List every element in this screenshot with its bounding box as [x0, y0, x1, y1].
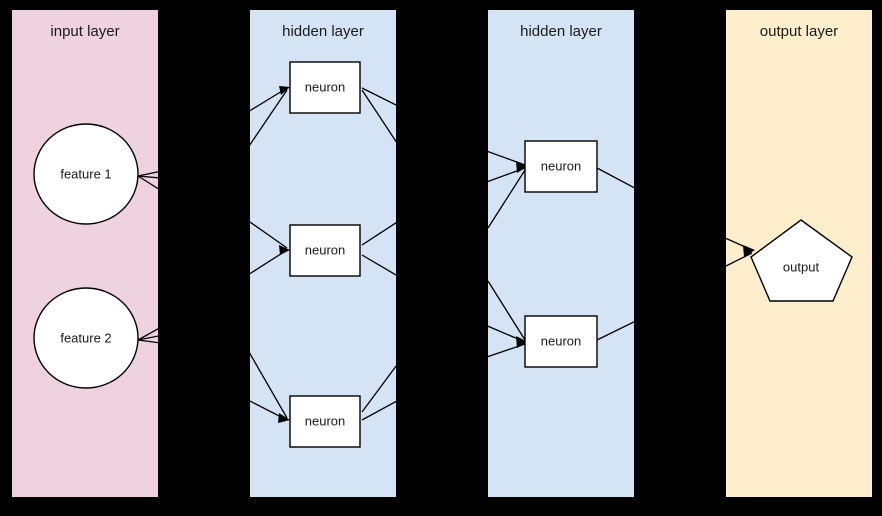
edge-line	[361, 365, 396, 413]
output-layer-title: output layer	[760, 23, 838, 40]
edge-line	[596, 321, 634, 341]
edge-line	[250, 249, 288, 275]
arrow-head	[278, 413, 290, 423]
edge-line	[361, 254, 396, 276]
edge-line	[726, 252, 753, 267]
edge-line	[137, 335, 158, 341]
edge-line	[137, 328, 158, 341]
output-node[interactable]: output	[750, 219, 853, 302]
edge-line	[361, 400, 396, 421]
hidden-1-node-2[interactable]: neuron	[289, 224, 361, 277]
neuron-label: neuron	[541, 333, 581, 348]
hidden-layer-1-title: hidden layer	[282, 23, 364, 40]
edge-line	[250, 87, 288, 112]
edge-line	[596, 167, 634, 189]
edge-line	[361, 222, 396, 246]
feature-1-label: feature 1	[60, 166, 111, 181]
input-layer-edges	[137, 171, 158, 344]
hidden-layer-2-background	[488, 10, 634, 497]
edge-line	[137, 175, 158, 179]
feature-2-circle[interactable]	[33, 287, 139, 389]
layer-panel-input: input layer feature 1 feature 2	[12, 10, 158, 497]
hidden-1-node-3[interactable]: neuron	[289, 395, 361, 448]
edge-line	[250, 221, 288, 249]
edge-line	[488, 169, 526, 229]
layer-panel-hidden-2: hidden layer neuron	[488, 10, 634, 497]
feature-2-label: feature 2	[60, 330, 111, 345]
neuron-label: neuron	[305, 79, 345, 94]
output-label: output	[783, 259, 820, 274]
hidden-2-node-2[interactable]: neuron	[524, 315, 598, 368]
input-node-feature-1[interactable]: feature 1	[33, 123, 139, 225]
arrow-head	[516, 336, 528, 348]
hidden-2-node-1[interactable]: neuron	[524, 140, 598, 193]
neuron-box[interactable]	[289, 395, 361, 448]
edge-line	[361, 87, 396, 106]
arrow-head	[516, 161, 528, 173]
neuron-box[interactable]	[524, 315, 598, 368]
arrow-head	[279, 86, 290, 95]
edge-line	[250, 89, 288, 146]
edge-line	[137, 175, 158, 190]
neuron-label: neuron	[305, 413, 345, 428]
neuron-label: neuron	[541, 158, 581, 173]
hidden-layer-1-edges	[250, 86, 396, 423]
neuron-box[interactable]	[289, 61, 361, 114]
neuron-label: neuron	[305, 242, 345, 257]
hidden-1-node-1[interactable]: neuron	[289, 61, 361, 114]
edge-line	[488, 280, 526, 341]
neuron-box[interactable]	[289, 224, 361, 277]
input-node-feature-2[interactable]: feature 2	[33, 287, 139, 389]
edge-line	[250, 352, 288, 419]
edge-line	[137, 339, 158, 344]
neuron-box[interactable]	[524, 140, 598, 193]
arrow-head	[743, 245, 755, 257]
layer-panel-output: output layer output	[726, 10, 872, 497]
arrow-head	[279, 245, 290, 255]
input-layer-background	[12, 10, 158, 497]
edge-line	[137, 171, 158, 177]
edge-line	[361, 89, 396, 143]
hidden-layer-2-edges	[488, 150, 634, 358]
feature-1-circle[interactable]	[33, 123, 139, 225]
output-layer-edges	[726, 237, 755, 267]
input-layer-title: input layer	[50, 23, 119, 40]
output-pentagon[interactable]	[750, 219, 853, 302]
hidden-layer-2-title: hidden layer	[520, 23, 602, 40]
layer-panel-hidden-1: hidden layer	[250, 10, 396, 497]
